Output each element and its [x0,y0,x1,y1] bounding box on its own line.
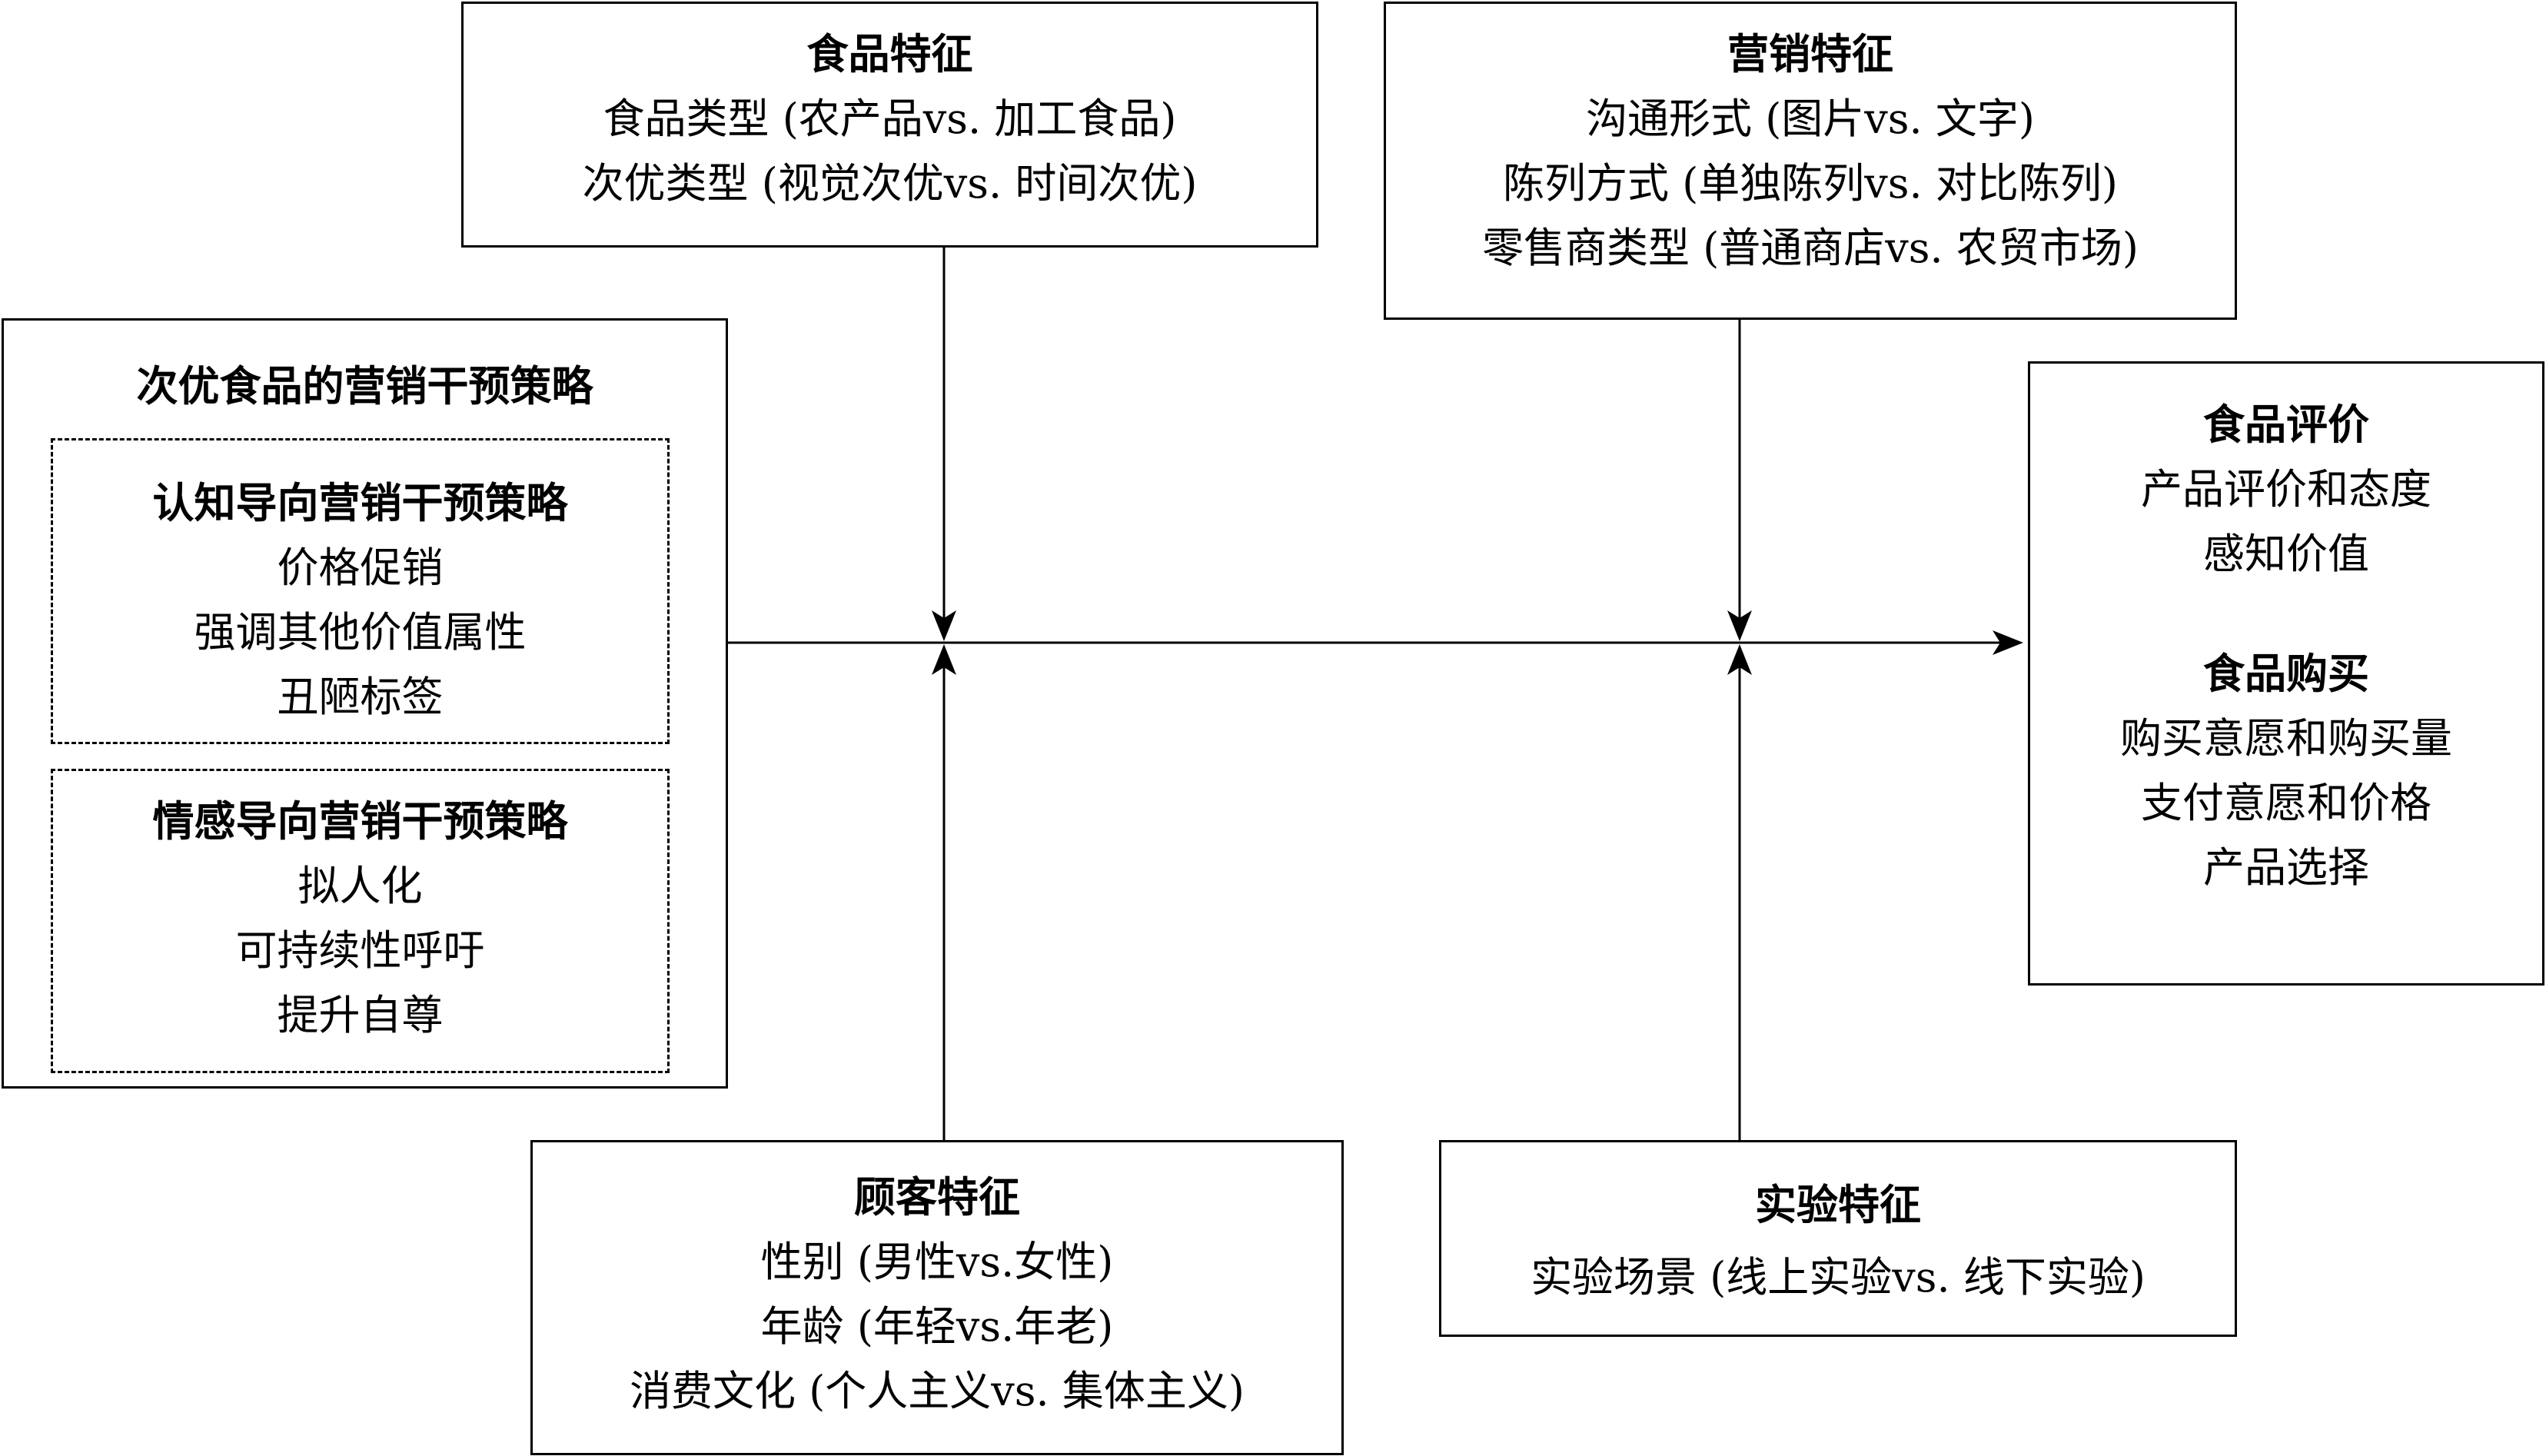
customer-features-arrowhead [932,644,956,675]
cognitive-strategies-title: 认知导向营销干预策略 [152,479,568,527]
emotional-strategies-box: 情感导向营销干预策略 拟人化 可持续性呼吁 提升自尊 [51,769,670,1073]
food-features-box: 食品特征 食品类型 (农产品vs. 加工食品) 次优类型 (视觉次优vs. 时间… [461,2,1318,248]
emotional-strategy-item: 拟人化 [297,862,423,910]
food-features-title: 食品特征 [806,30,973,78]
food-features-arrowhead [932,610,956,641]
main-arrowhead [1993,630,2023,655]
marketing-features-box: 营销特征 沟通形式 (图片vs. 文字) 陈列方式 (单独陈列vs. 对比陈列)… [1384,2,2237,320]
food-purchase-item: 支付意愿和价格 [2141,779,2431,827]
experiment-features-item: 实验场景 (线上实验vs. 线下实验) [1531,1253,2145,1301]
customer-features-item: 性别 (男性vs.女性) [760,1238,1114,1286]
marketing-features-item: 沟通形式 (图片vs. 文字) [1586,95,2035,143]
customer-features-box: 顾客特征 性别 (男性vs.女性) 年龄 (年轻vs.年老) 消费文化 (个人主… [530,1140,1344,1455]
food-evaluation-item: 产品评价和态度 [2141,465,2431,514]
customer-features-title: 顾客特征 [854,1173,1020,1222]
cognitive-strategy-item: 价格促销 [277,544,444,592]
food-purchase-title: 食品购买 [2203,650,2369,698]
food-features-item: 食品类型 (农产品vs. 加工食品) [603,95,1177,143]
experiment-features-arrowhead [1727,644,1752,675]
food-purchase-item: 购买意愿和购买量 [2120,714,2452,763]
cognitive-strategy-item: 丑陋标签 [277,673,444,721]
outcomes-box: 食品评价 产品评价和态度 感知价值 食品购买 购买意愿和购买量 支付意愿和价格 … [2028,361,2544,986]
strategies-title: 次优食品的营销干预策略 [136,362,593,411]
emotional-strategies-title: 情感导向营销干预策略 [152,797,568,846]
food-features-item: 次优类型 (视觉次优vs. 时间次优) [582,159,1198,208]
strategies-box: 次优食品的营销干预策略 [2,318,728,1089]
experiment-features-title: 实验特征 [1755,1181,1921,1229]
emotional-strategy-item: 可持续性呼吁 [235,926,485,975]
food-purchase-item: 产品选择 [2203,843,2369,892]
food-evaluation-item: 感知价值 [2203,530,2369,578]
experiment-features-box: 实验特征 实验场景 (线上实验vs. 线下实验) [1439,1140,2237,1337]
marketing-features-item: 陈列方式 (单独陈列vs. 对比陈列) [1503,159,2118,208]
marketing-features-item: 零售商类型 (普通商店vs. 农贸市场) [1482,224,2139,272]
customer-features-item: 年龄 (年轻vs.年老) [760,1302,1114,1351]
food-evaluation-title: 食品评价 [2203,401,2369,449]
emotional-strategy-item: 提升自尊 [277,991,444,1039]
marketing-features-title: 营销特征 [1727,30,1893,78]
cognitive-strategies-box: 认知导向营销干预策略 价格促销 强调其他价值属性 丑陋标签 [51,438,670,744]
marketing-features-arrowhead [1727,610,1752,641]
customer-features-item: 消费文化 (个人主义vs. 集体主义) [630,1367,1245,1415]
cognitive-strategy-item: 强调其他价值属性 [194,608,527,657]
